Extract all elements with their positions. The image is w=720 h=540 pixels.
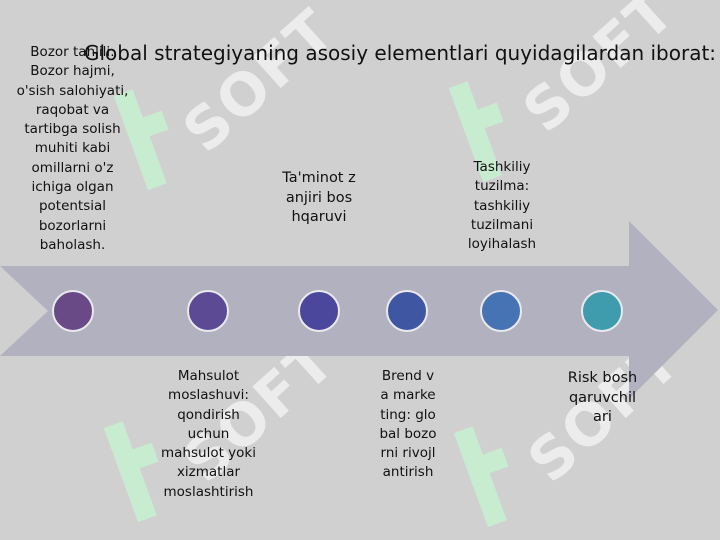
label-taminot-zanjiri: Ta'minot zanjiri boshqaruvi — [282, 170, 356, 225]
timeline-node — [52, 290, 94, 332]
label-mahsulot-moslashuvi: Mahsulot moslashuvi: qondirish uchun mah… — [161, 368, 256, 500]
watermark-logo-icon — [113, 89, 169, 191]
watermark-logo-icon — [448, 81, 504, 183]
watermark-logo-icon — [103, 421, 159, 523]
timeline-node — [187, 290, 229, 332]
timeline-arrow-shape — [0, 221, 718, 399]
watermark-logo-icon — [453, 426, 509, 528]
timeline-node — [298, 290, 340, 332]
label-bozor-tahlili: Bozor tahlili: Bozor hajmi, o'sish saloh… — [16, 44, 129, 253]
timeline-node — [480, 290, 522, 332]
page-title: Global strategiyaning asosiy elementlari… — [84, 41, 717, 65]
label-risk-boshqaruvi: Risk boshqaruvchilari — [567, 370, 638, 425]
label-tashkiliy-tuzilma: Tashkiliy tuzilma: tashkiliy tuzilmani l… — [467, 159, 537, 253]
timeline-node — [386, 290, 428, 332]
timeline-node — [581, 290, 623, 332]
label-brend-marketing: Brend va marketing: global bozorni rivoj… — [379, 368, 437, 481]
